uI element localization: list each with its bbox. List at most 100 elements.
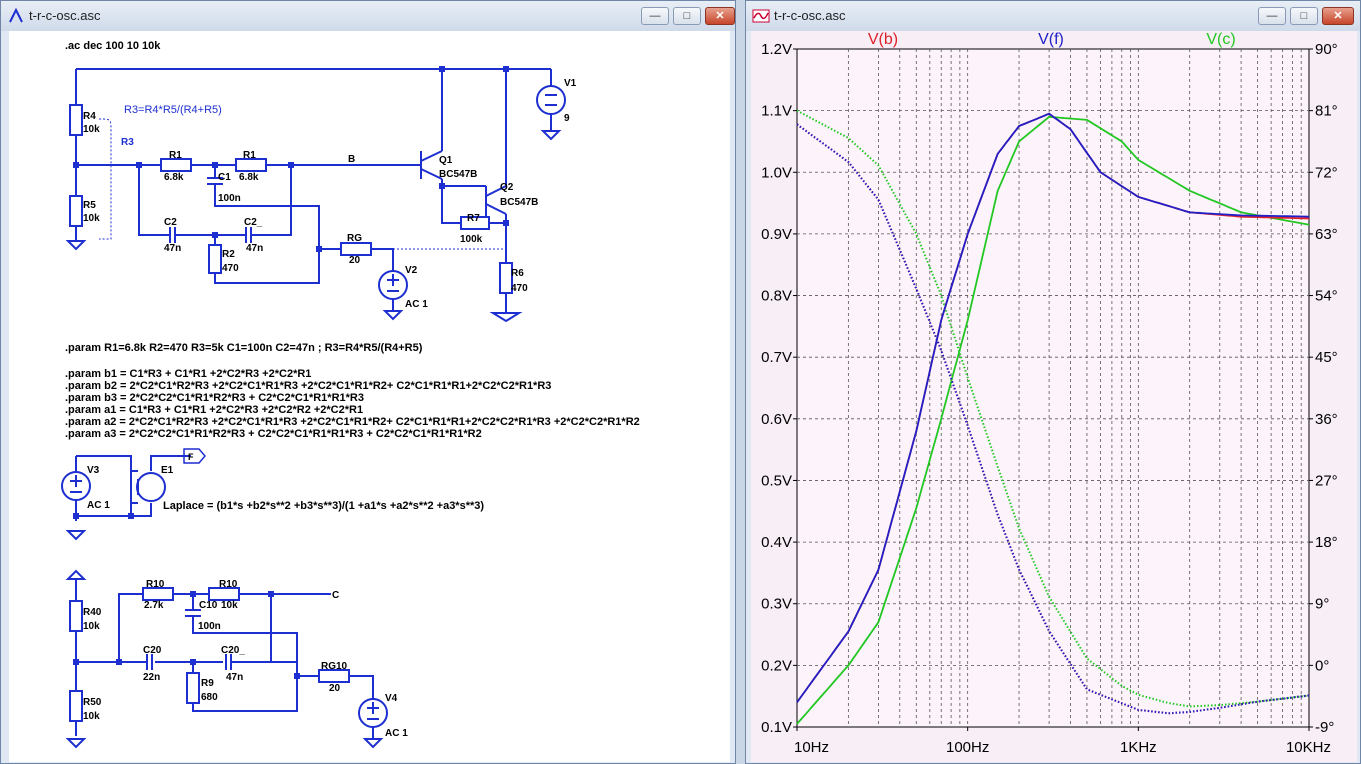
trace-magnitude-vf	[796, 112, 1310, 703]
plot-window-title: t-r-c-osc.asc	[774, 8, 846, 23]
r9-label: R9	[201, 678, 214, 689]
c20a-plates[interactable]	[146, 654, 153, 670]
r2-body[interactable]	[208, 244, 222, 274]
param-b1[interactable]: .param b1 = C1*R3 + C1*R1 +2*C2*R3 +2*C2…	[65, 368, 311, 380]
y2-tick-label: -9°	[1315, 719, 1334, 736]
r10b-body[interactable]	[208, 587, 240, 601]
r9-value: 680	[201, 692, 218, 703]
ac-directive[interactable]: .ac dec 100 10 10k	[65, 40, 161, 52]
r5-body[interactable]	[69, 195, 83, 227]
r6-label: R6	[511, 268, 524, 279]
rg-label: RG	[347, 233, 362, 244]
plot-titlebar[interactable]: t-r-c-osc.asc — □ ✕	[746, 1, 1360, 31]
plot-minimize-button[interactable]: —	[1258, 7, 1286, 25]
y2-tick-label: 9°	[1315, 596, 1329, 613]
x-tick-label: 100Hz	[946, 739, 989, 756]
schematic-canvas[interactable]: .ac dec 100 10 10k R3=R4*R5/(R4+R5) R4 1…	[9, 31, 730, 762]
r2-value: 470	[222, 263, 239, 274]
r1a-body[interactable]	[160, 158, 192, 172]
r10a-body[interactable]	[142, 587, 174, 601]
c2a-plates[interactable]	[169, 227, 176, 243]
y-tick-label: 0.1V	[761, 719, 792, 736]
r40-body[interactable]	[69, 600, 83, 632]
c20a-label: C20	[143, 645, 162, 656]
r1b-body[interactable]	[235, 158, 267, 172]
r3-formula[interactable]: R3=R4*R5/(R4+R5)	[124, 104, 222, 116]
trace-legend: V(b)V(f)V(c)	[868, 31, 1236, 48]
param-a1[interactable]: .param a1 = C1*R3 + C1*R1 +2*C2*R3 +2*C2…	[65, 404, 363, 416]
r10a-label: R10	[146, 579, 165, 590]
schematic-titlebar[interactable]: t-r-c-osc.asc — □ ✕	[1, 1, 735, 31]
y2-tick-label: 72°	[1315, 164, 1338, 181]
q1-label: Q1	[439, 155, 453, 166]
c2b-value: 47n	[246, 243, 263, 254]
net-f-label: F	[188, 452, 194, 462]
laplace-expression[interactable]: Laplace = (b1*s +b2*s**2 +b3*s**3)/(1 +a…	[163, 500, 484, 512]
bode-plot[interactable]: 1.2V1.1V1.0V0.9V0.8V0.7V0.6V0.5V0.4V0.3V…	[751, 31, 1357, 762]
y-tick-label: 0.3V	[761, 596, 792, 613]
y-tick-label: 1.2V	[761, 41, 792, 58]
y-tick-label: 0.6V	[761, 411, 792, 428]
plot-grid	[797, 49, 1309, 727]
schematic-minimize-button[interactable]: —	[641, 7, 669, 25]
r9-body[interactable]	[186, 672, 200, 704]
r7-label: R7	[467, 213, 480, 224]
x-tick-label: 10Hz	[794, 739, 829, 756]
v1-symbol[interactable]	[536, 85, 566, 115]
schematic-close-button[interactable]: ✕	[705, 7, 735, 25]
x-tick-label: 10KHz	[1286, 739, 1331, 756]
c2b-label: C2_	[244, 217, 263, 228]
trace-phase-vf	[796, 123, 1310, 715]
r4-body[interactable]	[69, 104, 83, 136]
trace-magnitude-vc	[796, 115, 1310, 725]
y-tick-label: 1.1V	[761, 103, 792, 120]
r1a-value: 6.8k	[164, 172, 184, 183]
rg-body[interactable]	[340, 242, 372, 256]
schematic-drawing[interactable]: .ac dec 100 10 10k R3=R4*R5/(R4+R5) R4 1…	[9, 31, 730, 762]
r50-body[interactable]	[69, 690, 83, 722]
r4-value: 10k	[83, 124, 100, 135]
rg10-body[interactable]	[318, 669, 350, 683]
legend-vc: V(c)	[1206, 31, 1235, 48]
v1-value: 9	[564, 113, 570, 124]
q2-value: BC547B	[500, 197, 538, 208]
rg-value: 20	[349, 255, 361, 266]
r2-label: R2	[222, 249, 235, 260]
net-b-label: B	[348, 154, 355, 165]
c2b-plates[interactable]	[245, 227, 252, 243]
plot-close-button[interactable]: ✕	[1322, 7, 1354, 25]
param-a2[interactable]: .param a2 = 2*C2*C1*R2*R3 +2*C2*C1*R1*R3…	[65, 416, 640, 428]
e1-label: E1	[161, 465, 174, 476]
c20b-label: C20_	[221, 645, 245, 656]
param-a3[interactable]: .param a3 = 2*C2*C2*C1*R1*R2*R3 + C2*C2*…	[65, 428, 482, 440]
r7-body[interactable]	[460, 216, 490, 230]
param-b3[interactable]: .param b3 = 2*C2*C2*C1*R1*R2*R3 + C2*C2*…	[65, 392, 364, 404]
param-directive[interactable]: .param R1=6.8k R2=470 R3=5k C1=100n C2=4…	[65, 342, 423, 354]
r6-body[interactable]	[499, 262, 513, 294]
schematic-maximize-button[interactable]: □	[673, 7, 701, 25]
c1-value: 100n	[218, 193, 241, 204]
e1-symbol[interactable]	[136, 472, 166, 502]
plot-maximize-button[interactable]: □	[1290, 7, 1318, 25]
y2-tick-label: 36°	[1315, 411, 1338, 428]
c10-plates[interactable]	[185, 609, 201, 617]
r4-label: R4	[83, 111, 96, 122]
rg10-value: 20	[329, 683, 341, 694]
r40-value: 10k	[83, 621, 100, 632]
v1-label: V1	[564, 78, 577, 89]
schematic-window-title: t-r-c-osc.asc	[29, 8, 101, 23]
y2-tick-label: 90°	[1315, 41, 1338, 58]
schematic-window: t-r-c-osc.asc — □ ✕	[0, 0, 736, 764]
y-tick-label: 0.5V	[761, 472, 792, 489]
param-b2[interactable]: .param b2 = 2*C2*C1*R2*R3 +2*C2*C1*R1*R3…	[65, 380, 551, 392]
c20b-plates[interactable]	[225, 654, 232, 670]
plot-area[interactable]	[796, 48, 1310, 728]
q2-label: Q2	[500, 182, 514, 193]
r40-label: R40	[83, 607, 102, 618]
x-tick-label: 1KHz	[1120, 739, 1157, 756]
y-tick-label: 1.0V	[761, 164, 792, 181]
r1b-label: R1	[243, 150, 256, 161]
c1-plates[interactable]	[207, 177, 223, 185]
